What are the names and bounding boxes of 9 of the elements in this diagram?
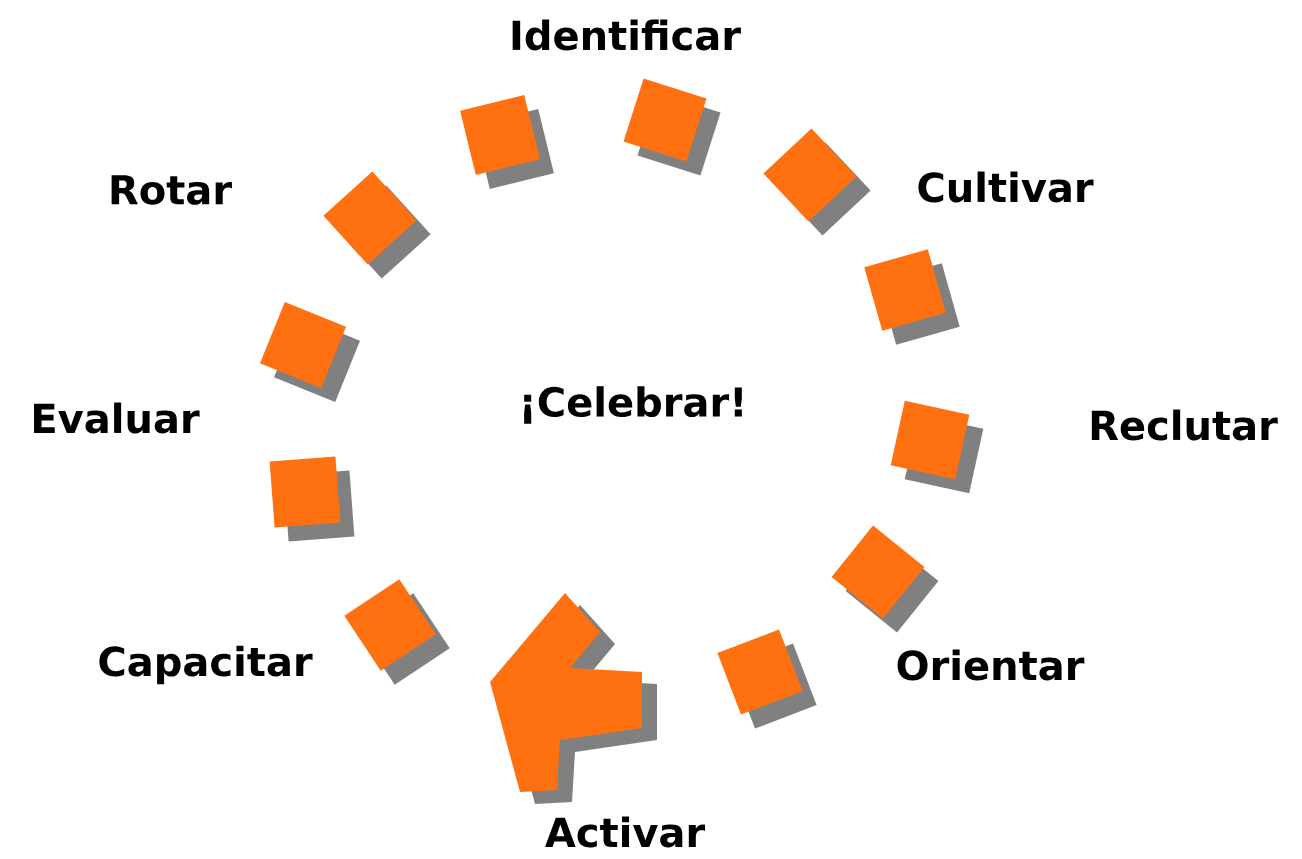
step-label: Evaluar <box>34 402 200 434</box>
step-label: Activar <box>545 816 706 848</box>
step-label: Cultivar <box>918 171 1094 203</box>
center-label: ¡Celebrar! <box>524 386 742 424</box>
step-label: Rotar <box>111 175 232 205</box>
step-label: Identificar <box>512 19 741 51</box>
step-label: Orientar <box>897 649 1085 681</box>
step-label: Reclutar <box>1091 409 1278 441</box>
step-label: Capacitar <box>99 645 313 685</box>
